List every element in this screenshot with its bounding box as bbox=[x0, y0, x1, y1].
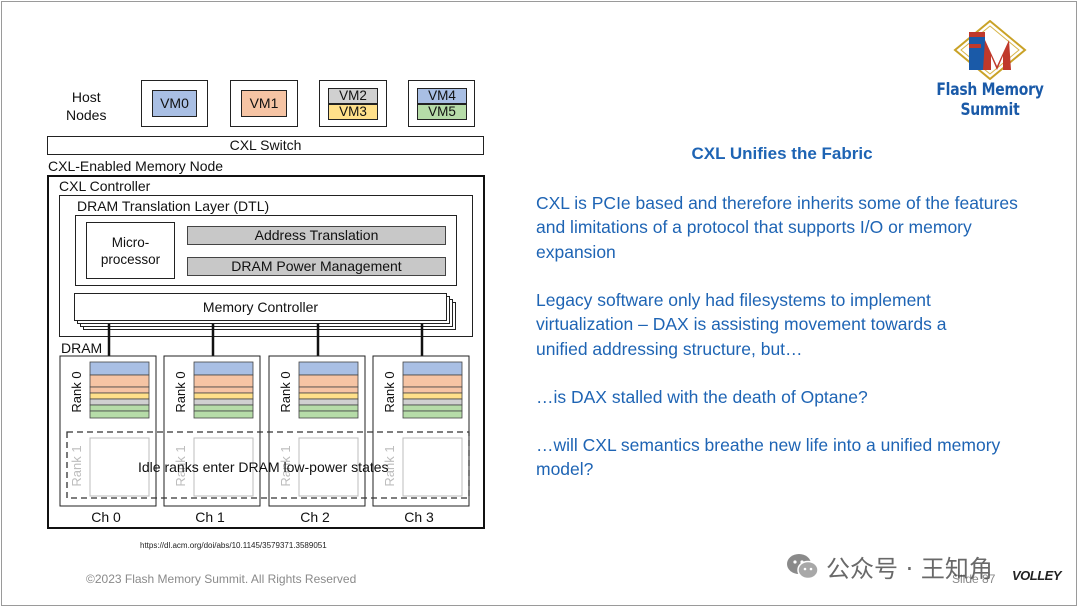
rank1-box-1 bbox=[193, 437, 254, 497]
cxl-controller-label: CXL Controller bbox=[59, 178, 151, 194]
rank1-box-0 bbox=[89, 437, 150, 497]
rank0-stripe-1-0 bbox=[193, 361, 254, 376]
rank0-stripe-2-0 bbox=[298, 361, 359, 376]
fms-logo-text: Flash Memory Summit bbox=[936, 80, 1044, 120]
memory-controller: Memory Controller bbox=[74, 293, 447, 321]
cxl-controller bbox=[59, 195, 473, 337]
rank0-label-3: Rank 0 bbox=[382, 371, 397, 412]
rank0-stripe-2-4 bbox=[298, 398, 359, 406]
rank1-label-3: Rank 1 bbox=[382, 445, 397, 486]
vm1-box: VM1 bbox=[241, 90, 287, 117]
dtl-box bbox=[75, 215, 457, 286]
power-mgmt-box: DRAM Power Management bbox=[187, 257, 446, 276]
channel-box-0 bbox=[59, 355, 157, 507]
rank0-stripe-1-4 bbox=[193, 398, 254, 406]
rank0-label-1: Rank 0 bbox=[173, 371, 188, 412]
vm0-box: VM0 bbox=[152, 90, 197, 117]
rank0-stripe-3-5 bbox=[402, 404, 463, 412]
dtl-label: DRAM Translation Layer (DTL) bbox=[77, 198, 270, 214]
cxl-switch: CXL Switch bbox=[47, 136, 484, 155]
rank0-stripe-0-4 bbox=[89, 398, 150, 406]
reference-url[interactable]: https://dl.acm.org/doi/abs/10.1145/35793… bbox=[140, 541, 327, 550]
vm2-box: VM2 bbox=[328, 88, 378, 104]
rank0-stripe-2-1 bbox=[298, 374, 359, 388]
rank0-stripe-0-5 bbox=[89, 404, 150, 412]
watermark-text: 公众号 · 王知角 bbox=[826, 555, 993, 583]
address-translation-box: Address Translation bbox=[187, 226, 446, 245]
rank1-box-2 bbox=[298, 437, 359, 497]
rank0-stripe-0-2 bbox=[89, 386, 150, 394]
rank0-stripe-2-6 bbox=[298, 410, 359, 419]
vm5-box: VM5 bbox=[417, 104, 467, 120]
channel-label-3: Ch 3 bbox=[404, 509, 434, 525]
rank1-label-0: Rank 1 bbox=[69, 445, 84, 486]
copyright-footer: ©2023 Flash Memory Summit. All Rights Re… bbox=[86, 572, 357, 586]
rank0-stripe-1-2 bbox=[193, 386, 254, 394]
rank0-stripe-2-3 bbox=[298, 392, 359, 400]
idle-ranks-dashed-box bbox=[66, 431, 470, 499]
rank0-stripe-3-4 bbox=[402, 398, 463, 406]
rank0-stripe-1-5 bbox=[193, 404, 254, 412]
host-node-1: VM1 bbox=[230, 80, 298, 127]
dram-channels: Rank 0 Rank 1 Ch 0 Rank 0 Rank 1 Ch 1 Rank 0 Ra… bbox=[59, 324, 470, 525]
channel-label-0: Ch 0 bbox=[91, 509, 121, 525]
memory-node-label: CXL-Enabled Memory Node bbox=[48, 158, 224, 174]
rank1-label-2: Rank 1 bbox=[278, 445, 293, 486]
vm3-box: VM3 bbox=[328, 104, 378, 120]
host-node-2: VM2 VM3 bbox=[319, 80, 387, 127]
microprocessor-box: Micro- processor bbox=[86, 222, 175, 279]
volley-logo: VOLLEY bbox=[1012, 568, 1062, 583]
rank0-stripe-3-0 bbox=[402, 361, 463, 376]
rank0-stripe-0-3 bbox=[89, 392, 150, 400]
host-nodes-label: Host Nodes bbox=[66, 89, 107, 123]
microprocessor-label: Micro- processor bbox=[100, 235, 161, 267]
paragraph-3: …is DAX stalled with the death of Optane… bbox=[536, 387, 868, 407]
rank1-label-1: Rank 1 bbox=[173, 445, 188, 486]
channel-label-2: Ch 2 bbox=[300, 509, 330, 525]
rank0-stripe-1-6 bbox=[193, 410, 254, 419]
rank0-label-0: Rank 0 bbox=[69, 371, 84, 412]
rank0-stripe-3-1 bbox=[402, 374, 463, 388]
rank1-box-3 bbox=[402, 437, 463, 497]
wechat-icon bbox=[787, 554, 819, 580]
rank0-stripe-3-2 bbox=[402, 386, 463, 394]
rank0-stripe-3-3 bbox=[402, 392, 463, 400]
host-node-0: VM0 bbox=[141, 80, 208, 127]
host-node-3: VM4 VM5 bbox=[408, 80, 475, 127]
idle-note: Idle ranks enter DRAM low-power states bbox=[138, 459, 389, 475]
slide-title: CXL Unifies the Fabric bbox=[691, 144, 873, 163]
rank0-label-2: Rank 0 bbox=[278, 371, 293, 412]
rank0-stripe-1-1 bbox=[193, 374, 254, 388]
channel-box-3 bbox=[372, 355, 470, 507]
fms-logo-icon bbox=[953, 20, 1027, 80]
paragraph-2: Legacy software only had filesystems to … bbox=[536, 290, 947, 359]
vm4-box: VM4 bbox=[417, 88, 467, 104]
rank0-stripe-2-5 bbox=[298, 404, 359, 412]
rank0-stripe-1-3 bbox=[193, 392, 254, 400]
dram-label: DRAM bbox=[61, 340, 103, 356]
rank0-stripe-0-6 bbox=[89, 410, 150, 419]
channel-box-2 bbox=[268, 355, 366, 507]
rank0-stripe-2-2 bbox=[298, 386, 359, 394]
channel-label-1: Ch 1 bbox=[195, 509, 225, 525]
slide-number: Slide 87 bbox=[952, 572, 996, 586]
memory-node bbox=[47, 175, 485, 529]
rank0-stripe-3-6 bbox=[402, 410, 463, 419]
paragraph-1: CXL is PCIe based and therefore inherits… bbox=[536, 193, 1018, 262]
rank0-stripe-0-0 bbox=[89, 361, 150, 376]
paragraph-4: …will CXL semantics breathe new life int… bbox=[536, 435, 1001, 480]
rank0-stripe-0-1 bbox=[89, 374, 150, 388]
channel-box-1 bbox=[163, 355, 261, 507]
